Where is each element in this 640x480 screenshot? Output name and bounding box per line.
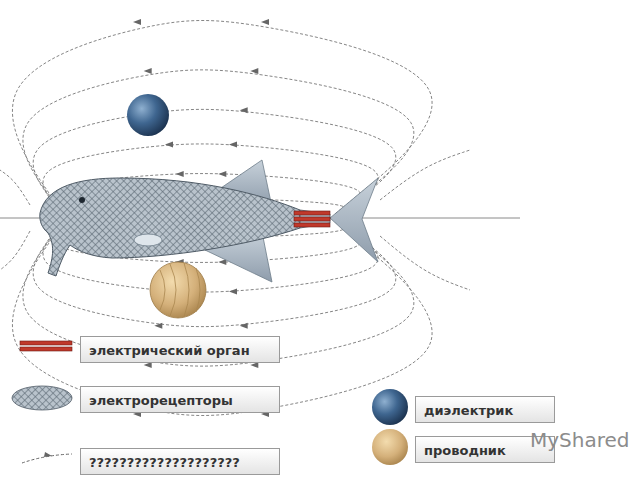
legend-label: электрический орган [89, 343, 250, 358]
field-arrow [229, 142, 237, 148]
field-line [0, 231, 30, 270]
dielectric-sphere [127, 94, 169, 136]
legend-label: ???????????????????? [89, 455, 240, 470]
legend-entry: электрический орган [80, 336, 280, 363]
field-arrow [218, 171, 226, 177]
field-line-sample [22, 452, 72, 463]
legend-label: электрорецепторы [89, 393, 233, 408]
electroreceptor-sample [12, 386, 72, 410]
field-line [380, 236, 470, 290]
field-arrow [240, 107, 248, 113]
conductor-sample [372, 429, 408, 465]
legend-label: диэлектрик [424, 403, 513, 418]
conductor-sphere [150, 262, 206, 318]
field-arrow [229, 289, 237, 295]
legend-label: проводник [424, 443, 506, 458]
field-arrow [250, 68, 258, 74]
field-arrow [144, 68, 152, 74]
field-arrow [240, 323, 248, 329]
fish [40, 160, 378, 282]
field-arrow [261, 19, 269, 25]
legend-entry: электрорецепторы [80, 386, 280, 413]
watermark: MyShared [530, 428, 630, 452]
field-arrow [165, 142, 173, 148]
field-arrow [176, 171, 184, 177]
legend-entry: ???????????????????? [80, 448, 280, 475]
electric-organ-sample [20, 341, 72, 351]
legend-entry: диэлектрик [415, 396, 555, 423]
field-line [0, 170, 30, 205]
electric-organ [294, 211, 330, 227]
dielectric-sample [372, 389, 408, 425]
field-arrow [154, 323, 162, 329]
field-line [380, 150, 470, 200]
field-lines [0, 19, 470, 417]
field-arrow [133, 19, 141, 25]
